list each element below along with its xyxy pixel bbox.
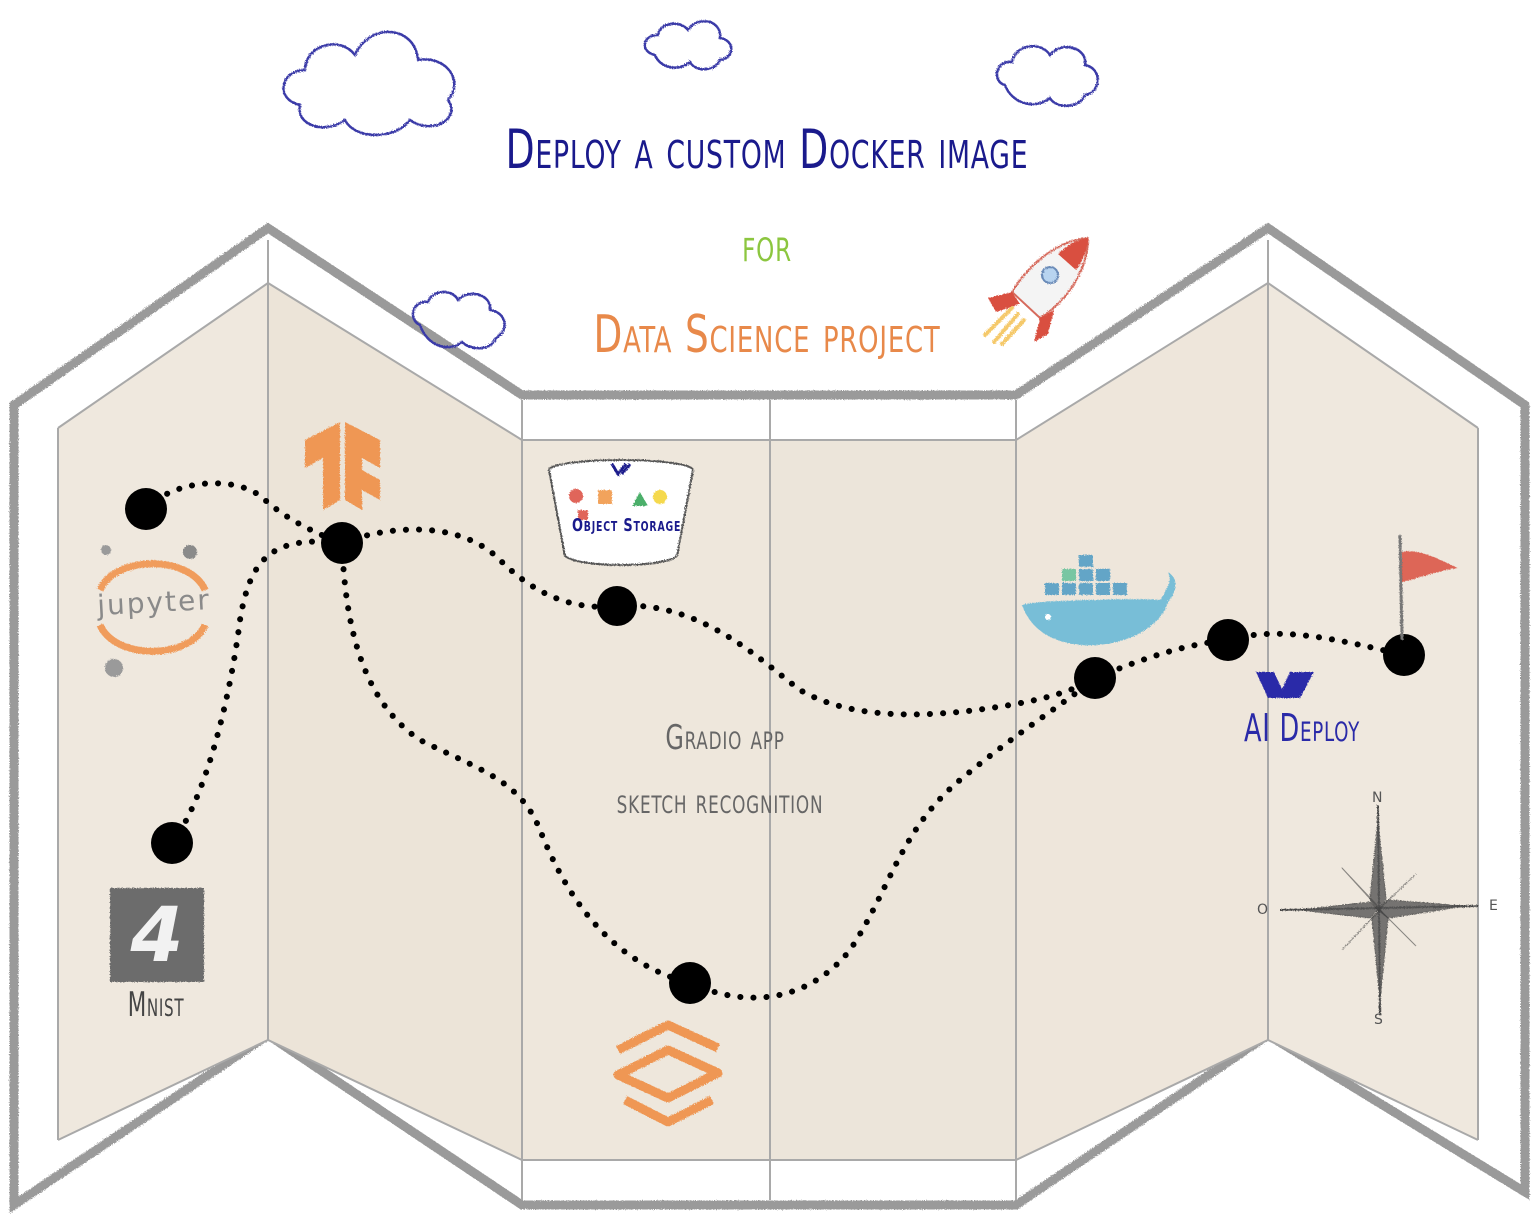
stack-icon	[613, 1020, 723, 1127]
waypoints	[125, 488, 1425, 1004]
waypoint-stack	[669, 962, 711, 1004]
compass-north-label: N	[1372, 790, 1383, 806]
tensorflow-icon	[305, 422, 380, 510]
cloud-icon	[643, 19, 733, 71]
route-tensorflow-to-storage	[339, 526, 620, 610]
route-tensorflow-to-stack	[339, 540, 693, 986]
waypoint-flag	[1383, 634, 1425, 676]
compass-rose-icon	[1279, 804, 1479, 1016]
mnist-digit-icon	[110, 888, 204, 982]
route-jupyter-to-tensorflow	[143, 480, 345, 546]
waypoint-jupyter	[125, 488, 167, 530]
route-stack-to-docker	[687, 675, 1098, 1001]
waypoint-tensorflow	[321, 522, 363, 564]
docker-icon	[1022, 555, 1176, 646]
gradio-app-label: Gradio app	[665, 718, 785, 758]
route-aideploy-to-flag	[1225, 630, 1407, 658]
route-mnist-to-tensorflow	[169, 538, 345, 846]
mnist-label: Mnist	[127, 985, 185, 1025]
clouds	[282, 19, 1099, 350]
route-storage-to-docker	[614, 602, 1098, 718]
waypoint-object-storage	[597, 586, 637, 626]
mnist-digit-label: 4	[130, 890, 184, 979]
ovh-logo-icon	[1256, 672, 1314, 698]
waypoint-ai-deploy	[1207, 619, 1249, 661]
diagram-subtitle: Data Science project	[593, 305, 941, 365]
cloud-icon	[411, 290, 506, 350]
waypoint-mnist	[151, 822, 193, 864]
rocket-icon	[983, 236, 1090, 346]
cloud-icon	[282, 30, 456, 137]
map-panel-4	[770, 440, 1016, 1160]
object-storage-icon	[548, 459, 694, 566]
map-panel-5	[1016, 283, 1268, 1160]
diagram-title: Deploy a custom Docker image	[505, 118, 1029, 181]
object-storage-label: Object Storage	[572, 515, 682, 536]
compass-east-label: E	[1489, 898, 1498, 914]
cloud-icon	[995, 44, 1099, 108]
compass-south-label: S	[1374, 1012, 1383, 1028]
diagram-title-connector: for	[742, 218, 792, 272]
jupyter-icon	[96, 545, 209, 677]
map-panel-6	[1268, 283, 1478, 1140]
sketch-recognition-label: sketch recognition	[616, 782, 824, 822]
compass-west-label: O	[1257, 902, 1269, 918]
waypoint-docker	[1074, 657, 1116, 699]
ai-deploy-label: AI Deploy	[1243, 706, 1360, 750]
route-paths	[143, 480, 1407, 1001]
flag-icon	[1398, 534, 1458, 641]
